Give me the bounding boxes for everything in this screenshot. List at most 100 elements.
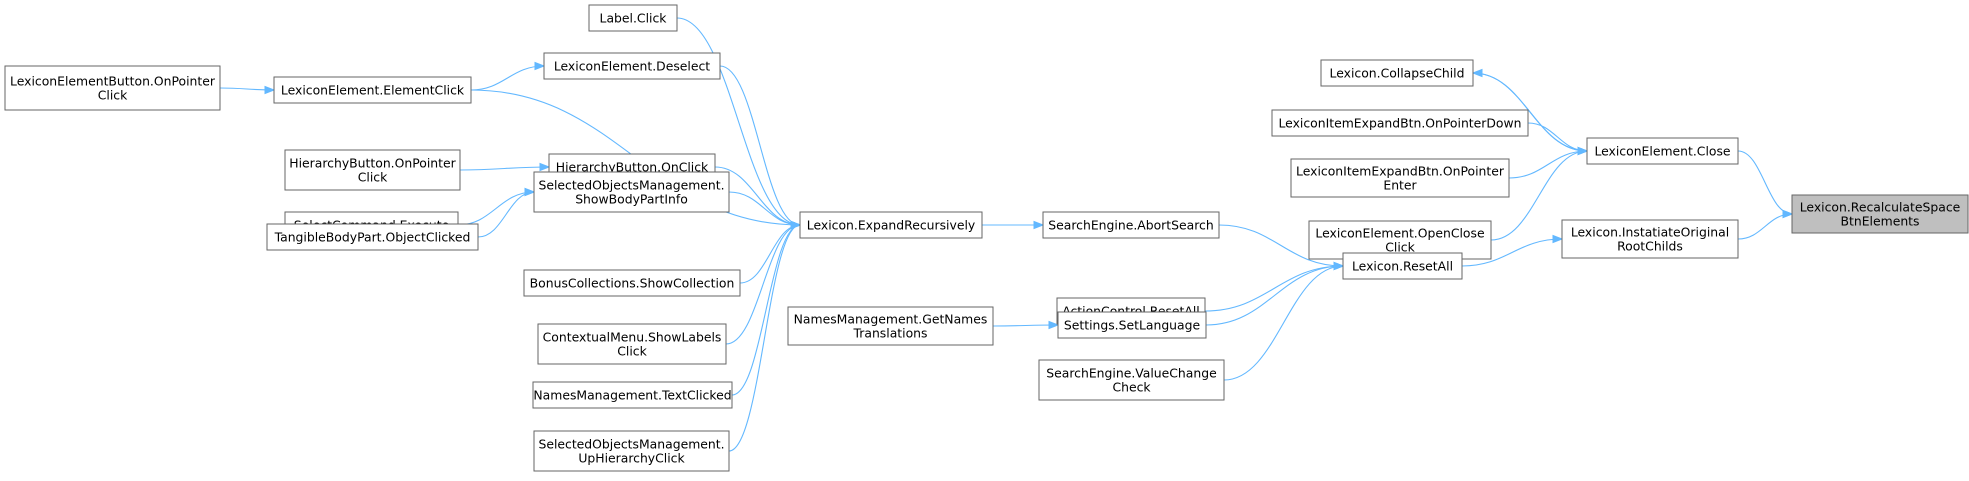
node-box xyxy=(1290,158,1510,198)
node-expand[interactable]: Lexicon.ExpandRecursively xyxy=(799,211,983,239)
node-box xyxy=(1586,137,1739,165)
node-uphier[interactable]: SelectedObjectsManagement.UpHierarchyCli… xyxy=(533,430,730,472)
node-label: Lexicon.InstatiateOriginal xyxy=(1571,225,1729,240)
edge-uphier-to-expand xyxy=(728,220,802,452)
node-label: Lexicon.ResetAll xyxy=(1352,259,1453,274)
node-label: BtnElements xyxy=(1841,214,1920,229)
nodes-layer: Lexicon.RecalculateSpaceBtnElementsLexic… xyxy=(4,4,1969,472)
node-label: Click xyxy=(358,170,388,185)
node-label: LexiconElement.Deselect xyxy=(554,59,710,74)
node-box xyxy=(787,306,994,346)
node-label: NamesManagement.GetNames xyxy=(794,312,988,327)
node-resetall[interactable]: Lexicon.ResetAll xyxy=(1342,252,1463,280)
node-label: SelectedObjectsManagement. xyxy=(538,178,724,193)
edge-itementer-to-close xyxy=(1508,146,1589,179)
node-bonus[interactable]: BonusCollections.ShowCollection xyxy=(523,269,741,297)
node-label: Check xyxy=(1112,380,1151,395)
node-label: SearchEngine.AbortSearch xyxy=(1048,218,1213,233)
node-label: Settings.SetLanguage xyxy=(1064,318,1200,333)
node-box xyxy=(1791,194,1969,234)
edge-selectcmd-to-showbody xyxy=(457,187,536,226)
node-box xyxy=(284,149,461,191)
node-box xyxy=(1038,359,1225,401)
node-collapse[interactable]: Lexicon.CollapseChild xyxy=(1320,59,1474,87)
node-box xyxy=(799,211,983,239)
node-label: NamesManagement.TextClicked xyxy=(533,388,731,403)
node-label: LexiconElement.Close xyxy=(1594,144,1730,159)
node-textclicked[interactable]: NamesManagement.TextClicked xyxy=(532,381,733,409)
node-box xyxy=(1342,252,1463,280)
node-label: Translations xyxy=(853,326,928,341)
edge-lexbtn-to-elementclick xyxy=(219,85,276,95)
edge-openclose-to-close xyxy=(1490,146,1589,241)
node-labelclick[interactable]: Label.Click xyxy=(588,4,678,32)
edges-layer xyxy=(219,17,1794,452)
node-label: Label.Click xyxy=(600,11,668,26)
node-showbody[interactable]: SelectedObjectsManagement.ShowBodyPartIn… xyxy=(533,171,730,213)
node-box xyxy=(588,4,678,32)
node-label: Click xyxy=(98,88,128,103)
node-label: ShowBodyPartInfo xyxy=(575,192,688,207)
node-label: HierarchyButton.OnPointer xyxy=(289,156,456,171)
node-label: SearchEngine.ValueChange xyxy=(1046,366,1216,381)
edge-valuechange-to-resetall xyxy=(1223,261,1345,381)
node-box xyxy=(1271,109,1529,137)
node-label: LexiconElement.OpenClose xyxy=(1315,226,1484,241)
node-itemdown[interactable]: LexiconItemExpandBtn.OnPointerDown xyxy=(1271,109,1529,137)
node-label: LexiconItemExpandBtn.OnPointerDown xyxy=(1278,116,1521,131)
node-box xyxy=(4,65,221,111)
node-label: ContextualMenu.ShowLabels xyxy=(543,330,722,345)
node-box xyxy=(1042,211,1220,239)
edge-hierpointer-to-hieronclick xyxy=(459,162,551,172)
node-label: UpHierarchyClick xyxy=(578,451,685,466)
node-label: BonusCollections.ShowCollection xyxy=(530,276,735,291)
node-label: Lexicon.CollapseChild xyxy=(1330,66,1465,81)
node-label: Lexicon.RecalculateSpace xyxy=(1800,200,1961,215)
edge-close-to-root xyxy=(1737,150,1794,219)
edge-getnames-to-setlang xyxy=(992,320,1060,330)
edge-actionreset-to-resetall xyxy=(1204,261,1345,312)
node-label: RootChilds xyxy=(1617,239,1683,254)
node-close[interactable]: LexiconElement.Close xyxy=(1586,137,1739,165)
node-box xyxy=(1320,59,1474,87)
node-deselect[interactable]: LexiconElement.Deselect xyxy=(543,52,721,80)
node-label: LexiconElementButton.OnPointer xyxy=(10,74,216,89)
node-label: SelectedObjectsManagement. xyxy=(538,437,724,452)
node-abort[interactable]: SearchEngine.AbortSearch xyxy=(1042,211,1220,239)
node-label: Click xyxy=(617,344,647,359)
node-box xyxy=(537,323,727,365)
node-box xyxy=(532,381,733,409)
node-label: HierarchyButton.OnClick xyxy=(556,160,709,175)
edge-instatiate-to-root xyxy=(1737,209,1794,240)
node-label: LexiconElement.ElementClick xyxy=(281,83,465,98)
node-label: LexiconItemExpandBtn.OnPointer xyxy=(1296,164,1505,179)
node-elementclick[interactable]: LexiconElement.ElementClick xyxy=(273,76,472,104)
node-box xyxy=(266,223,479,251)
edge-elementclick-to-deselect xyxy=(470,61,546,91)
edge-resetall-to-instatiate xyxy=(1461,234,1564,267)
node-box xyxy=(1057,311,1207,339)
node-box xyxy=(273,76,472,104)
edge-expand-to-abort xyxy=(981,220,1045,230)
node-box xyxy=(533,430,730,472)
node-box xyxy=(1561,219,1739,259)
node-box xyxy=(543,52,721,80)
edge-tangible-to-showbody xyxy=(477,187,536,238)
node-tangible[interactable]: TangibleBodyPart.ObjectClicked xyxy=(266,223,479,251)
node-label: Lexicon.ExpandRecursively xyxy=(807,218,975,233)
node-setlang[interactable]: Settings.SetLanguage xyxy=(1057,311,1207,339)
node-label: TangibleBodyPart.ObjectClicked xyxy=(274,230,471,245)
node-box xyxy=(533,171,730,213)
node-label: Click xyxy=(1385,240,1415,255)
node-label: Enter xyxy=(1383,178,1417,193)
node-box xyxy=(523,269,741,297)
